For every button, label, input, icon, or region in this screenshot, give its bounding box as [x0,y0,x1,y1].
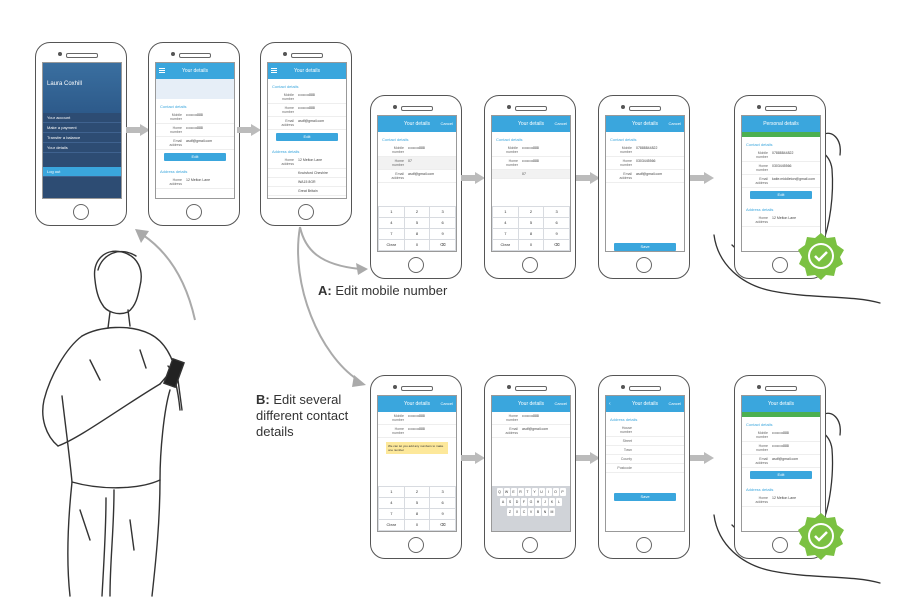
edit-button[interactable]: Edit [750,471,812,479]
edit-button[interactable]: Edit [164,153,226,161]
menu-item-account[interactable]: Your account [43,113,121,123]
curved-arrow-up-icon [135,229,196,321]
edit-button[interactable]: Edit [276,133,338,141]
save-button[interactable]: Save [614,493,676,501]
menu-item-payment[interactable]: Make a payment [43,123,121,133]
phone-menu: Laura Coxhill Your account Make a paymen… [35,42,127,226]
profile-banner: Laura Coxhill [43,63,121,113]
man-holding-phone-illustration [42,250,185,597]
success-banner [742,412,820,417]
flow-arrow-icon [461,452,485,464]
tooltip: We can let you add any numbers to make o… [386,442,448,454]
flow-arrow-icon [576,452,600,464]
flow-arrow-icon [576,172,600,184]
flow-label-a: A: Edit mobile number [318,283,448,298]
branch-arrows-icon [297,226,368,387]
flow-arrow-icon [126,124,150,136]
phone-your-details-1: Your details Contact details Mobile numb… [148,42,240,226]
flow-arrow-icon [690,172,714,184]
phone-your-details-2: Your details Contact details Mobile numb… [260,42,352,226]
success-check-icon [798,233,844,280]
edit-button[interactable]: Edit [750,191,812,199]
flow-label-b: B: Edit several different contact detail… [256,392,349,439]
menu-item-logout[interactable]: Log out [43,167,121,177]
flow-arrow-icon [237,124,261,136]
menu-item-transfer[interactable]: Transfer a balance [43,133,121,143]
menu-item-details[interactable]: Your details [43,143,121,153]
flow-arrow-icon [690,452,714,464]
success-banner [742,132,820,137]
flow-arrow-icon [461,172,485,184]
profile-name: Laura Coxhill [47,81,83,87]
success-check-icon [798,513,844,560]
save-button[interactable]: Save [614,243,676,251]
